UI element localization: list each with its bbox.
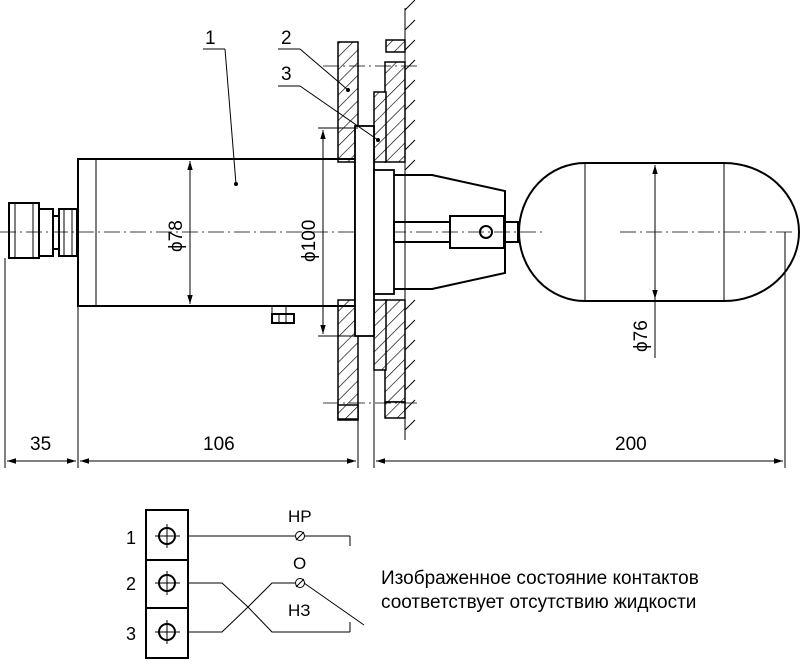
dim-flange-diameter: ϕ100 xyxy=(299,220,320,262)
dim-float-diameter: ϕ76 xyxy=(631,320,652,352)
terminal-label-3: 3 xyxy=(126,624,136,644)
dimensions: ϕ78 ϕ100 ϕ76 35 106 200 xyxy=(4,127,786,468)
terminal-screw-2 xyxy=(155,571,180,595)
tank-wall xyxy=(337,0,416,440)
wiring-diagram: 1 2 3 НР О НЗ xyxy=(126,507,365,659)
dim-body-diameter: ϕ78 xyxy=(166,220,187,252)
dim-body-length: 106 xyxy=(203,434,235,455)
terminal-label-1: 1 xyxy=(126,528,136,548)
dim-float-length: 200 xyxy=(615,434,647,455)
callout-2: 2 xyxy=(281,28,292,49)
cable-connector xyxy=(8,202,78,259)
dim-connector-length: 35 xyxy=(30,434,51,455)
terminal-screw-3 xyxy=(155,620,180,644)
terminal-label-2: 2 xyxy=(126,574,136,594)
note-line-2: соответствует отсутствию жидкости xyxy=(381,592,696,613)
float xyxy=(518,162,800,302)
callouts: 1 2 3 xyxy=(203,28,379,185)
contact-label-no: НР xyxy=(288,507,312,526)
note-line-1: Изображенное состояние контактов xyxy=(381,568,699,589)
callout-1: 1 xyxy=(205,28,216,49)
rod-assembly xyxy=(393,174,519,290)
contact-label-common: О xyxy=(293,554,306,573)
terminal-screw-1 xyxy=(155,524,180,548)
callout-3: 3 xyxy=(281,64,292,85)
contact-label-nc: НЗ xyxy=(288,601,311,620)
flange xyxy=(346,88,395,337)
